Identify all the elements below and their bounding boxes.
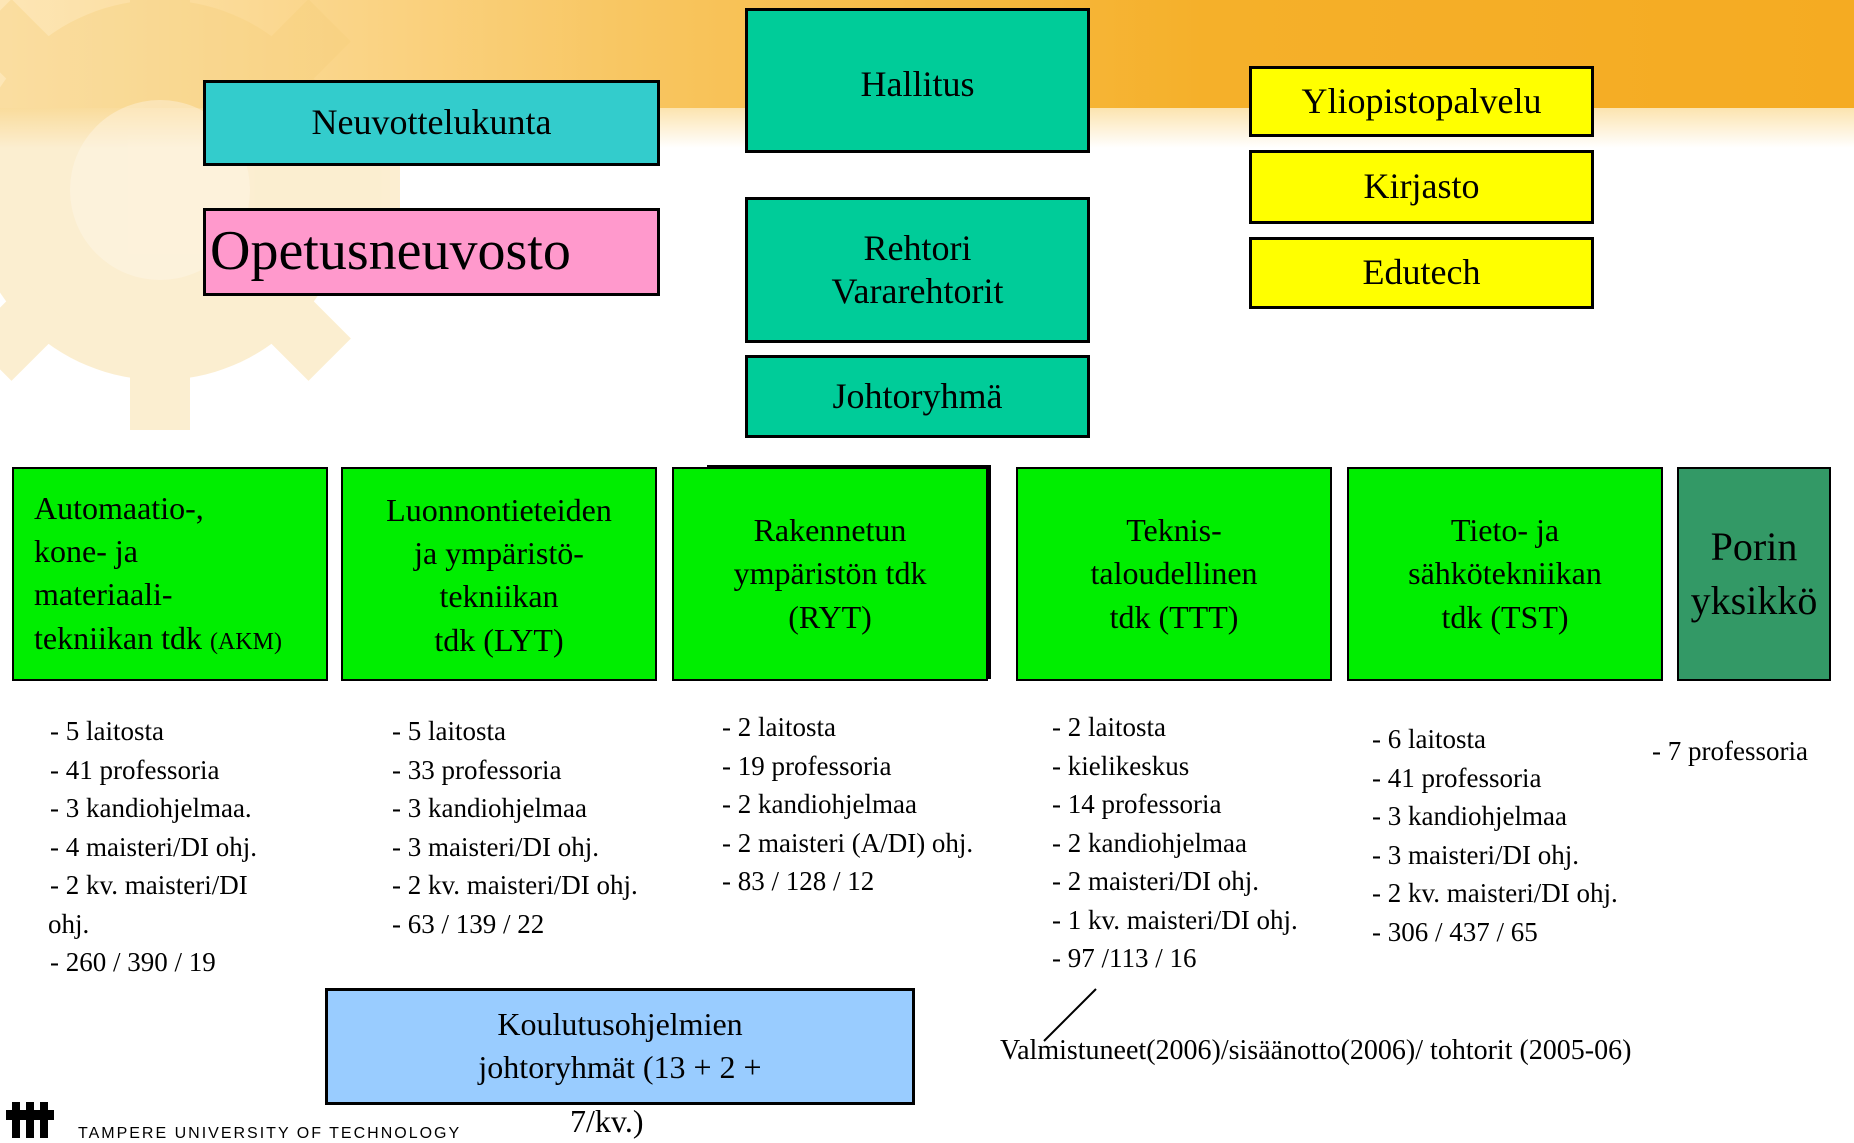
stat-item: - 2 laitosta <box>1052 712 1166 742</box>
faculty-ryt-box: Rakennetun ympäristön tdk (RYT) <box>672 467 988 681</box>
yliopistopalvelu-label: Yliopistopalvelu <box>1301 80 1542 121</box>
faculty-lyt-box: Luonnontieteiden ja ympäristö- tekniikan… <box>341 467 657 681</box>
stat-item: - 3 maisteri/DI ohj. <box>1372 839 1579 870</box>
faculty-lyt-stats: - 5 laitosta - 33 professoria - 3 kandio… <box>392 712 638 943</box>
stat-item: - 83 / 128 / 12 <box>722 866 875 896</box>
johtoryhma-label: Johtoryhmä <box>832 375 1003 416</box>
faculty-ryt-stats: - 2 laitosta - 19 professoria - 2 kandio… <box>722 708 973 901</box>
faculty-ttt-line2: taloudellinen <box>1090 555 1258 592</box>
johtoryhma-box: Johtoryhmä <box>745 355 1090 438</box>
legend-note: Valmistuneet(2006)/sisäänotto(2006)/ toh… <box>1000 1035 1632 1066</box>
stat-item: - 5 laitosta <box>392 716 506 746</box>
faculty-tst-stats: - 6 laitosta - 41 professoria - 3 kandio… <box>1372 720 1618 951</box>
university-logo-text: TAMPERE UNIVERSITY OF TECHNOLOGY <box>78 1125 462 1142</box>
faculty-lyt-line2: ja ympäristö- <box>414 535 584 572</box>
faculty-ttt-line3: tdk (TTT) <box>1109 598 1239 635</box>
stat-item: - 5 laitosta <box>50 716 164 746</box>
neuvottelukunta-label: Neuvottelukunta <box>311 102 552 143</box>
porin-line1: Porin <box>1710 524 1798 569</box>
faculty-tst-line3: tdk (TST) <box>1441 598 1569 635</box>
stat-item: - 260 / 390 / 19 <box>50 947 216 977</box>
stat-item: - 2 kv. maisteri/DI ohj. <box>1372 878 1618 908</box>
stat-item: - 2 kv. maisteri/DI ohj. <box>392 870 638 900</box>
faculty-lyt-line4: tdk (LYT) <box>434 621 564 658</box>
opetusneuvosto-label: Opetusneuvosto <box>210 220 571 283</box>
opetusneuvosto-box: Opetusneuvosto <box>203 208 660 296</box>
faculty-ryt-line1: Rakennetun <box>753 512 907 549</box>
faculty-tst-line2: sähkötekniikan <box>1408 555 1602 592</box>
faculty-akm-stats: - 5 laitosta - 41 professoria - 3 kandio… <box>48 712 257 982</box>
stat-item: - kielikeskus <box>1052 750 1190 781</box>
stat-item: - 2 maisteri/DI ohj. <box>1052 866 1259 896</box>
faculty-akm-abbr: (AKM) <box>209 628 282 655</box>
faculty-ttt-line1: Teknis- <box>1126 512 1222 549</box>
faculty-akm-line3: materiaali- <box>34 576 173 613</box>
faculty-akm-name: tekniikan tdk <box>34 619 202 656</box>
stat-item: - 3 kandiohjelmaa <box>392 793 587 823</box>
faculty-akm-line4: tekniikan tdk (AKM) <box>34 617 282 660</box>
faculty-akm-box: Automaatio-, kone- ja materiaali- teknii… <box>12 467 328 681</box>
porin-line2: yksikkö <box>1690 578 1818 623</box>
stat-item: - 1 kv. maisteri/DI ohj. <box>1052 904 1298 935</box>
stat-item: - 3 kandiohjelmaa <box>1372 801 1567 831</box>
stat-item: - 2 kv. maisteri/DI <box>50 870 248 900</box>
kirjasto-label: Kirjasto <box>1363 166 1480 207</box>
faculty-tst-line1: Tieto- ja <box>1450 512 1560 549</box>
stat-item: - 2 kandiohjelmaa <box>1052 827 1247 858</box>
edutech-label: Edutech <box>1362 252 1481 293</box>
university-logo-icon <box>6 1102 54 1138</box>
stat-item: - 306 / 437 / 65 <box>1372 916 1538 947</box>
koulutus-line1: Koulutusohjelmien <box>497 1006 743 1042</box>
kirjasto-box: Kirjasto <box>1249 150 1594 224</box>
yliopistopalvelu-box: Yliopistopalvelu <box>1249 66 1594 137</box>
stat-item: - 63 / 139 / 22 <box>392 908 545 939</box>
stat-item: - 7 professoria <box>1652 736 1808 766</box>
legend-pointer <box>1043 988 1097 1042</box>
hallitus-label: Hallitus <box>860 64 975 104</box>
stat-item: - 3 kandiohjelmaa. <box>50 793 252 823</box>
stat-item: - 33 professoria <box>392 754 562 785</box>
faculty-ryt-line3: (RYT) <box>788 598 872 635</box>
faculty-ryt-shadow-right <box>988 465 991 679</box>
edutech-box: Edutech <box>1249 237 1594 309</box>
stat-item: - 97 /113 / 16 <box>1052 943 1197 973</box>
stat-item: - 2 laitosta <box>722 712 836 742</box>
stat-item: - 41 professoria <box>1372 762 1542 793</box>
stat-item: - 14 professoria <box>1052 789 1222 819</box>
hallitus-box: Hallitus <box>745 8 1090 153</box>
stat-item: - 3 maisteri/DI ohj. <box>392 831 599 862</box>
stat-item: - 4 maisteri/DI ohj. <box>50 831 257 862</box>
stat-item: - 6 laitosta <box>1372 724 1486 754</box>
stat-item: ohj. <box>48 908 90 939</box>
faculty-lyt-line1: Luonnontieteiden <box>386 492 612 528</box>
faculty-ttt-stats: - 2 laitosta - kielikeskus - 14 professo… <box>1052 708 1298 978</box>
koulutusohjelmat-box: Koulutusohjelmien johtoryhmät (13 + 2 + <box>325 988 915 1105</box>
stat-item: - 2 kandiohjelmaa <box>722 789 917 819</box>
faculty-ttt-box: Teknis- taloudellinen tdk (TTT) <box>1016 467 1332 681</box>
rehtori-box: Rehtori Vararehtorit <box>745 197 1090 343</box>
porin-yksikko-box: Porin yksikkö <box>1677 467 1831 681</box>
porin-stats: - 7 professoria <box>1652 732 1808 771</box>
stat-item: - 19 professoria <box>722 750 892 781</box>
faculty-ryt-shadow-top <box>707 465 990 468</box>
stat-item: - 2 maisteri (A/DI) ohj. <box>722 827 974 858</box>
vararehtorit-label: Vararehtorit <box>831 271 1004 311</box>
koulutus-line3: 7/kv.) <box>570 1103 644 1139</box>
faculty-akm-line2: kone- ja <box>34 533 138 570</box>
faculty-akm-line1: Automaatio-, <box>34 490 204 526</box>
faculty-lyt-line3: tekniikan <box>439 578 559 615</box>
rehtori-label: Rehtori <box>863 227 972 268</box>
faculty-tst-box: Tieto- ja sähkötekniikan tdk (TST) <box>1347 467 1663 681</box>
faculty-ryt-line2: ympäristön tdk <box>733 555 927 592</box>
koulutus-line2: johtoryhmät (13 + 2 + <box>478 1049 762 1086</box>
stat-item: - 41 professoria <box>50 754 220 785</box>
neuvottelukunta-box: Neuvottelukunta <box>203 80 660 166</box>
